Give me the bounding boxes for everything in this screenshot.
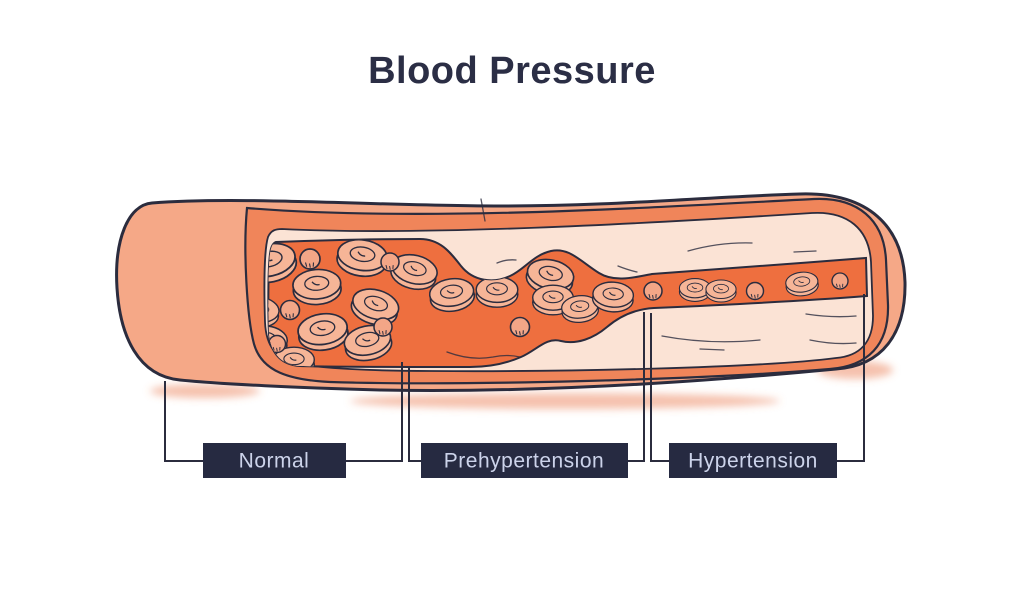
- red-blood-cell: [705, 279, 737, 303]
- platelet: [643, 281, 663, 301]
- platelet: [380, 252, 400, 272]
- platelet: [745, 281, 765, 301]
- stage-label-prehypertension: Prehypertension: [421, 443, 628, 478]
- red-blood-cell: [475, 276, 519, 308]
- label-text: Hypertension: [688, 450, 818, 473]
- label-text: Normal: [239, 450, 310, 473]
- stage-connector-lines: [164, 294, 865, 462]
- platelet: [373, 317, 393, 337]
- stage-label-normal: Normal: [203, 443, 346, 478]
- platelet: [509, 316, 531, 338]
- label-box: [421, 443, 628, 478]
- page-title: Blood Pressure: [368, 50, 656, 92]
- platelet: [279, 299, 301, 321]
- plaque-texture-lines: [446, 198, 857, 359]
- stage-label-hypertension: Hypertension: [669, 443, 837, 478]
- label-box: [203, 443, 346, 478]
- label-text: Prehypertension: [444, 450, 604, 473]
- label-box: [669, 443, 837, 478]
- platelet: [299, 248, 321, 270]
- platelet: [831, 272, 849, 290]
